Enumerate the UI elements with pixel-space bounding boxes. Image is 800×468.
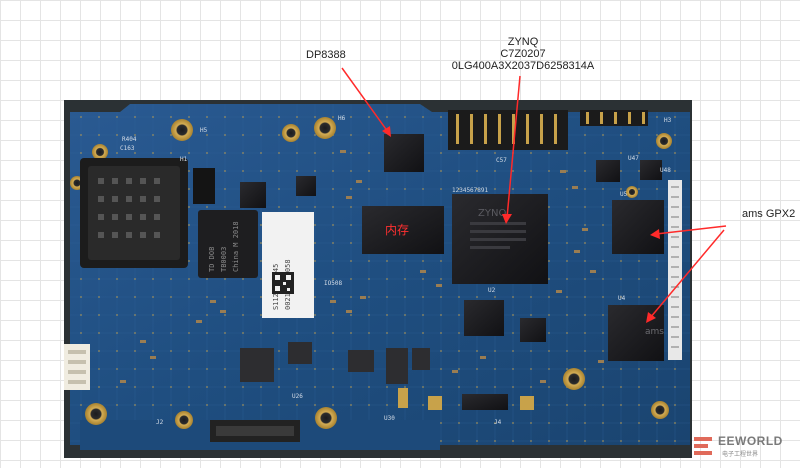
memory-label: 内存 [385,223,409,237]
silk-u48: U48 [660,167,671,174]
ic-u47 [596,160,620,182]
arrow-gpx2-top [655,225,727,235]
silk-r404: R404 [122,136,137,143]
silk-j4: J4 [494,419,502,426]
smd-components [120,150,604,383]
label-gpx2: ams GPX2 [742,208,795,220]
label-gpx2-text: ams GPX2 [742,208,796,220]
inductor-block [193,168,215,204]
watermark-brand: EEWORLD [718,434,783,448]
silk-h5: H5 [200,127,208,134]
silk-u5: U5 [620,191,628,198]
silk-ams: ams [645,327,664,337]
silk-h6: H6 [338,115,346,122]
dp8388-chip [384,134,424,172]
gpx2-chip-bottom [608,305,664,361]
arrowhead-zynq [502,214,512,224]
ic-small-1 [240,182,266,208]
silk-u26: U26 [292,393,303,400]
silk-u47: U47 [628,155,639,162]
arrow-zynq [506,75,521,219]
eeworld-logo-icon [694,437,712,455]
ic-bottom-small [462,394,508,410]
silk-top-row: 1234567891 [452,187,489,194]
mounting-holes [70,117,672,429]
power-inductor-2 [288,342,312,364]
silk-h1: H1 [180,156,188,163]
arrow-gpx2-bottom [649,229,725,319]
pin-header [448,110,648,150]
silkscreen: H1 H5 H6 H3 R404 C163 C57 U2 U4 U5 U47 U… [120,115,672,426]
label-dp8388: DP8388 [306,49,346,61]
silk-u30: U30 [384,415,395,422]
label-dp8388-text: DP8388 [306,49,346,61]
label-zynq-line1: ZYNQ [507,36,539,48]
silk-io: IO508 [324,280,342,287]
annotation-arrows [341,67,727,323]
watermark-sub: 电子工程世界 [722,451,759,458]
ic-mid-2 [520,318,546,342]
zynq-chip-label: ZYNQ [478,208,506,219]
ic-u48 [640,160,662,180]
transformer: TD DOB TB0003 China M 2018 [198,210,258,278]
label-zynq-line2: C7Z0207 [500,48,546,60]
right-connector-strip [668,180,682,360]
silk-c163: C163 [120,145,135,152]
arrowhead-gpx2-top [650,229,660,239]
transformer-text-2: TB0003 [220,247,228,272]
power-inductor-1 [240,348,274,382]
power-inductor-4 [412,348,430,370]
silk-j2: J2 [156,419,164,426]
serial-sticker: S1120101145 002197000058 [262,212,314,318]
copper-pads [398,388,534,410]
power-inductor-3 [386,348,408,384]
arrowhead-dp8388 [382,126,391,137]
arrowhead-gpx2-bottom [646,312,656,323]
eeworld-watermark: EEWORLD 电子工程世界 [692,432,792,462]
jst-connector [64,344,90,390]
transformer-text: TD DOB [208,247,216,272]
left-connector [80,158,188,268]
silk-u2: U2 [488,287,496,294]
zynq-chip: ZYNQ [452,194,548,284]
ic-mid-1 [464,300,504,336]
power-inductor-5 [348,350,374,372]
arrow-dp8388 [341,67,389,133]
silk-u4: U4 [618,295,626,302]
bottom-fpc-inner [216,426,294,436]
ic-small-2 [296,176,316,196]
memory-chip: 内存 [362,206,444,254]
silk-c57: C57 [496,157,507,164]
label-zynq-line3: 0LG400A3X2037D6258314A [451,60,595,72]
silk-h3: H3 [664,117,672,124]
label-zynq: ZYNQ C7Z0207 0LG400A3X2037D6258314A [448,36,598,72]
transformer-text-3: China M 2018 [232,221,240,272]
gpx2-chip-top [612,200,664,254]
